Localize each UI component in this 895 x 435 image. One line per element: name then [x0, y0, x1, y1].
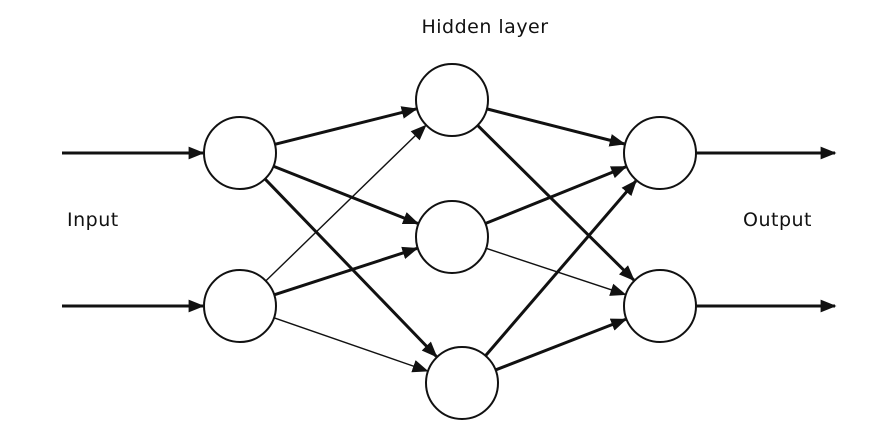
connection-i1-to-h3 — [263, 177, 438, 358]
connection-h1-to-o1 — [486, 107, 626, 147]
output-node-o2 — [623, 269, 697, 343]
connection-h2-to-o1 — [484, 165, 628, 225]
nodes-group — [203, 63, 697, 420]
connections-group — [62, 106, 837, 373]
connection-i2-to-h1 — [265, 124, 427, 282]
input-label: Input — [67, 209, 119, 231]
hidden-node-h3 — [425, 346, 499, 420]
output-label: Output — [743, 209, 812, 231]
connection-h3-to-o1 — [484, 179, 637, 357]
connection-h3-to-o2 — [495, 318, 628, 372]
hidden-node-h2 — [415, 200, 489, 274]
connection-h1-to-o2 — [476, 124, 635, 282]
output-node-o1 — [623, 116, 697, 190]
connection-i2-to-h3 — [273, 317, 429, 373]
input-node-i1 — [203, 116, 277, 190]
connection-i2-to-h2 — [273, 246, 419, 297]
hidden-node-h1 — [415, 63, 489, 137]
connection-i1-to-h1 — [274, 106, 418, 146]
connection-h2-to-o2 — [485, 247, 627, 296]
input-node-i2 — [203, 269, 277, 343]
hidden-layer-label: Hidden layer — [421, 16, 548, 38]
connection-i1-to-h2 — [272, 164, 420, 225]
